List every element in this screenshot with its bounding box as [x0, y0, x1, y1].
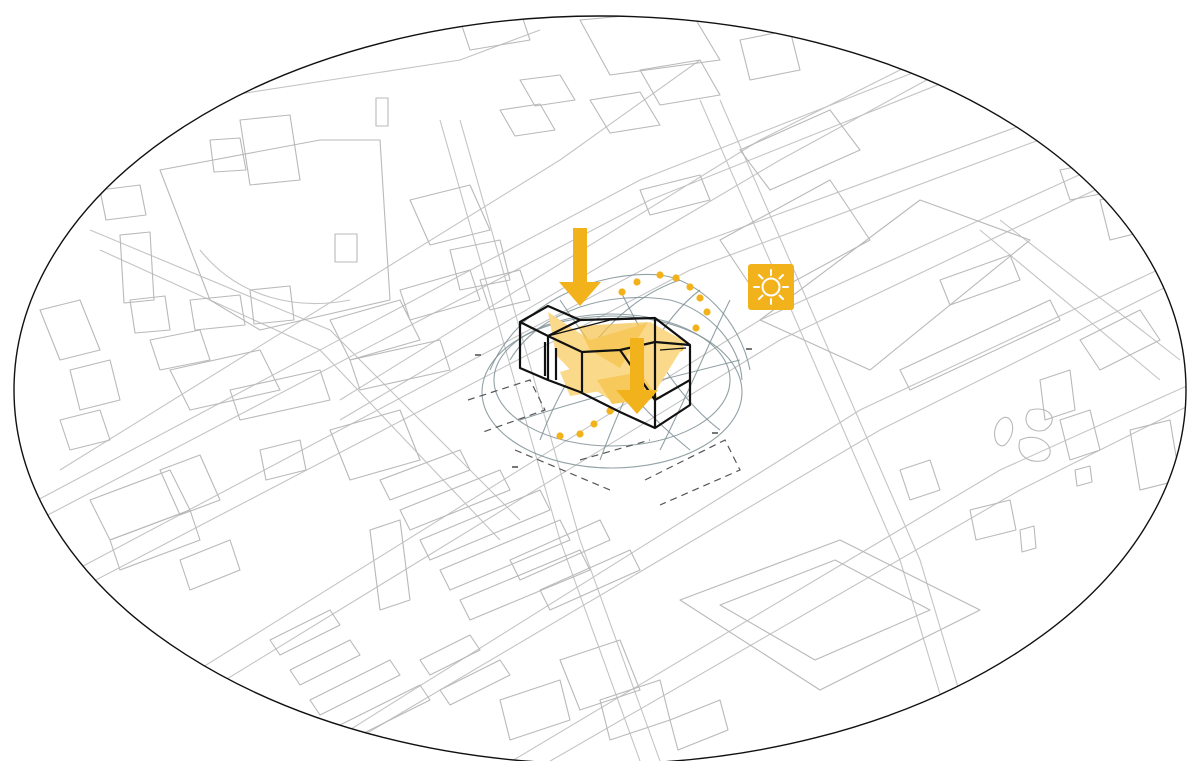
sun-position-dots	[556, 271, 711, 440]
lens-outline	[13, 15, 1187, 761]
north-markers	[475, 348, 752, 468]
solar-arrow-center	[616, 338, 658, 414]
dashed-footprint	[467, 379, 741, 506]
building-massing	[518, 304, 692, 430]
sun-icon	[748, 264, 794, 310]
city-buildings	[39, 16, 1181, 751]
solar-arrow-top	[559, 228, 601, 306]
